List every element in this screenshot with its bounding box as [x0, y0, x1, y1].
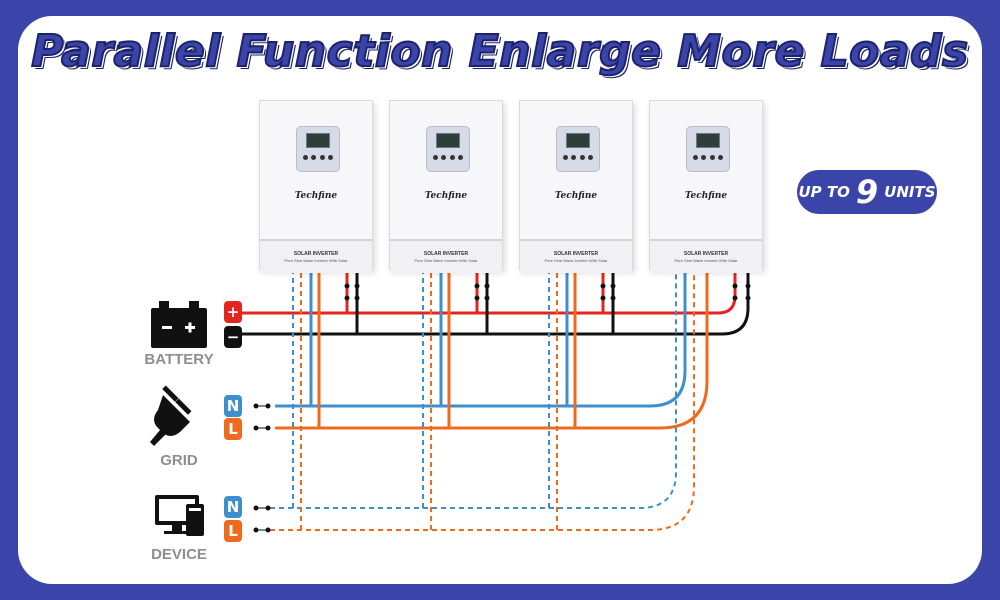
device-label: DEVICE: [151, 546, 207, 563]
device-neutral-wire: [270, 268, 677, 509]
badge-suffix: UNITS: [884, 183, 936, 201]
battery-icon: [151, 301, 207, 348]
battery-negative-wire: [242, 268, 750, 336]
lcd-screen: [696, 133, 720, 148]
lcd-screen: [566, 133, 590, 148]
battery-negative-tag: −: [224, 326, 242, 348]
inverter-sublabel: Pure Sine Wave Inverter With Solar: [414, 258, 478, 263]
inverter-base: SOLAR INVERTER Pure Sine Wave Inverter W…: [520, 239, 632, 273]
panel-buttons: [693, 155, 723, 161]
battery-positive-tag: +: [224, 301, 242, 323]
units-badge: UP TO 9 UNITS: [797, 170, 937, 214]
inverter-label: SOLAR INVERTER: [553, 251, 599, 257]
inverter-label: SOLAR INVERTER: [423, 251, 469, 257]
badge-prefix: UP TO: [798, 183, 850, 201]
grid-neutral-tag: N: [224, 395, 242, 417]
inverter-label: SOLAR INVERTER: [683, 251, 729, 257]
control-panel: [686, 126, 730, 172]
inverter-unit-3: Techfine SOLAR INVERTER Pure Sine Wave I…: [519, 100, 633, 273]
grid-neutral-wire: [275, 268, 687, 408]
inverter-base: SOLAR INVERTER Pure Sine Wave Inverter W…: [390, 239, 502, 273]
grid-live-wire: [275, 268, 709, 430]
device-live-wire: [270, 268, 695, 531]
switch-links: [256, 405, 268, 531]
plug-icon: [150, 385, 192, 446]
panel-buttons: [433, 155, 463, 161]
inverter-brand: Techfine: [554, 191, 598, 201]
device-live-tag: L: [224, 520, 242, 542]
grid-live-tag: L: [224, 418, 242, 440]
control-panel: [426, 126, 470, 172]
panel-buttons: [563, 155, 593, 161]
inverter-unit-4: Techfine SOLAR INVERTER Pure Sine Wave I…: [649, 100, 763, 273]
badge-number: 9: [855, 173, 879, 211]
inverter-sublabel: Pure Sine Wave Inverter With Solar: [674, 258, 738, 263]
page-title: Parallel Function Enlarge More Loads: [30, 25, 969, 78]
inverter-unit-1: Techfine SOLAR INVERTER Pure Sine Wave I…: [259, 100, 373, 273]
inverter-unit-2: Techfine SOLAR INVERTER Pure Sine Wave I…: [389, 100, 503, 273]
inverter-base: SOLAR INVERTER Pure Sine Wave Inverter W…: [650, 239, 762, 273]
computer-icon: [155, 495, 204, 536]
lcd-screen: [306, 133, 330, 148]
inverter-sublabel: Pure Sine Wave Inverter With Solar: [284, 258, 348, 263]
inverter-sublabel: Pure Sine Wave Inverter With Solar: [544, 258, 608, 263]
device-neutral-tag: N: [224, 496, 242, 518]
lcd-screen: [436, 133, 460, 148]
control-panel: [556, 126, 600, 172]
control-panel: [296, 126, 340, 172]
inverter-label: SOLAR INVERTER: [293, 251, 339, 257]
panel-buttons: [303, 155, 333, 161]
inverter-brand: Techfine: [294, 191, 338, 201]
inverter-base: SOLAR INVERTER Pure Sine Wave Inverter W…: [260, 239, 372, 273]
grid-label: GRID: [160, 452, 198, 469]
inverter-brand: Techfine: [424, 191, 468, 201]
battery-label: BATTERY: [144, 351, 214, 368]
inverter-brand: Techfine: [684, 191, 728, 201]
